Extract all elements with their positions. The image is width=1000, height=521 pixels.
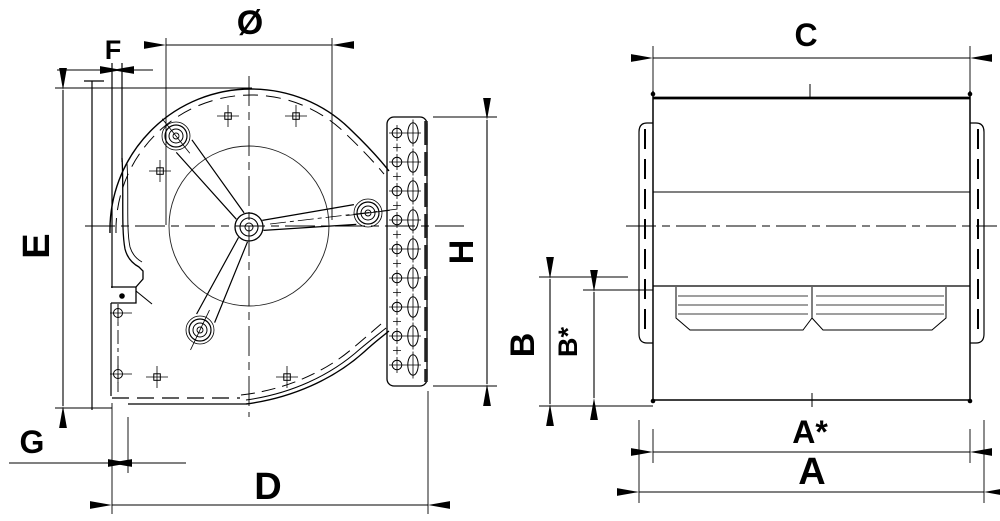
dim-e [55,68,252,428]
lower-left-edge [110,303,132,396]
centerlines [85,76,464,417]
motor-spider [161,118,399,351]
side-view [9,38,497,514]
front-housing-box [626,84,997,407]
inlet-ring-right [970,122,985,344]
side-plate-left-edge [84,63,123,410]
housing-bottom-edge [112,397,246,405]
dim-h [433,98,497,406]
flange-bolt-holes [389,119,421,379]
mounting-hole-marks [146,105,307,388]
label-f: F [105,35,122,65]
label-e: E [16,233,58,258]
dim-a-star [631,429,992,463]
outlet-grille [675,287,947,331]
label-c: C [794,17,817,53]
label-g: G [20,424,45,460]
inlet-ring-left [638,122,653,344]
label-b: B [504,333,542,358]
spider-arm-upper-left [161,118,245,220]
scroll-outer-wall [109,88,390,234]
label-a-star: A* [792,414,828,450]
front-view [539,46,1000,503]
scroll-inner-wall [111,157,153,305]
label-b-star: B* [553,327,583,357]
label-h: H [443,240,481,265]
dim-c [631,46,992,93]
dim-a [617,420,1000,503]
dim-g [9,417,186,473]
spider-arm-lower-left [185,237,249,351]
dim-diameter [144,38,354,225]
label-d: D [254,466,281,508]
spider-hub [234,212,264,242]
label-diameter: Ø [237,4,263,42]
dim-d [90,391,450,514]
dim-b-star [583,270,653,420]
discharge-flange [386,116,428,387]
cutoff-bolt-dot [119,293,125,299]
discharge-curve [240,323,390,405]
label-a: A [798,451,825,493]
dimension-labels: Ø F E G D H C B B* A* A [16,4,828,508]
spider-arm-right [262,198,399,231]
